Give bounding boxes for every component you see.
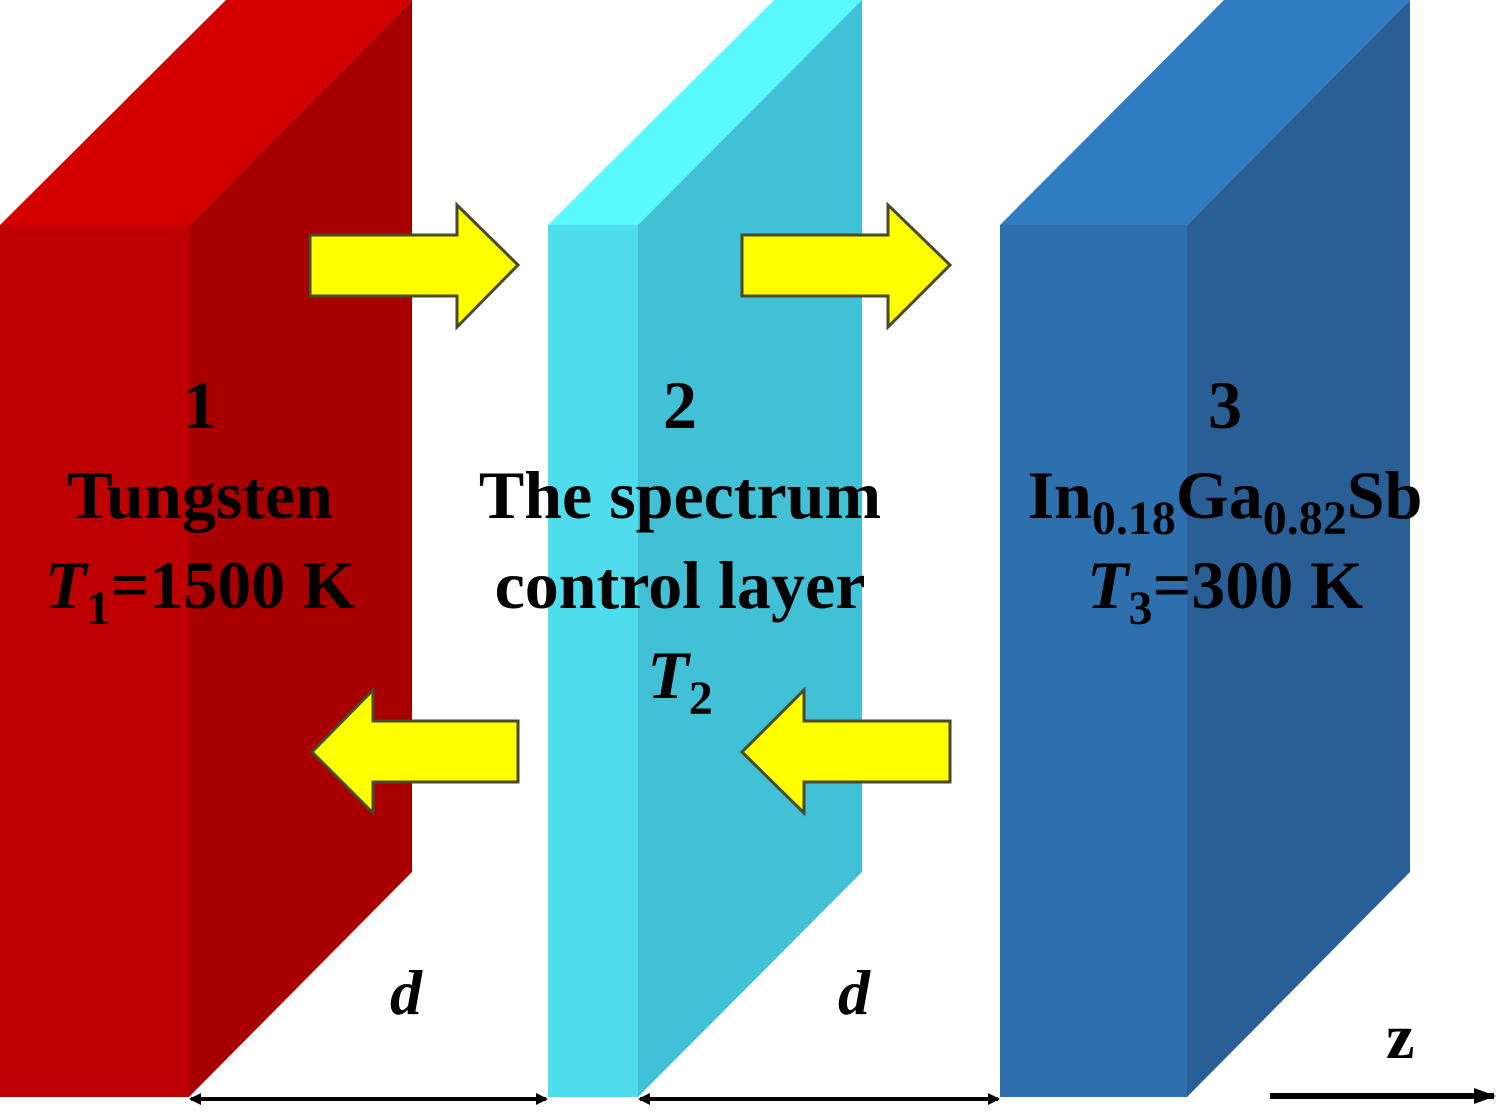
- tungsten-front-face: [0, 225, 189, 1097]
- temp-symbol: T: [1086, 547, 1129, 623]
- temp-symbol: T: [647, 637, 689, 713]
- flux-arrow-right-1: [308, 201, 521, 331]
- flux-arrow-right-2: [740, 201, 953, 331]
- control-top-face: [548, 0, 862, 225]
- gap-label-1: d: [390, 957, 422, 1028]
- temp-index: 1: [86, 582, 111, 635]
- tungsten-top-face: [0, 0, 412, 225]
- layer-3-temperature: T3=300 K: [990, 540, 1460, 633]
- layer-2-temperature: T2: [420, 630, 940, 723]
- control-front-face: [548, 225, 638, 1097]
- temp-value: =300 K: [1152, 547, 1364, 623]
- formula-sb: Sb: [1346, 457, 1423, 533]
- layer-2-name-line2: control layer: [494, 547, 866, 623]
- tungsten-label: 1 Tungsten T1=1500 K: [0, 360, 400, 633]
- temp-index: 2: [688, 672, 713, 725]
- control-layer-label: 2 The spectrum control layer T2: [420, 360, 940, 723]
- z-axis-label: z: [1386, 1001, 1415, 1072]
- flux-arrow-left-2: [739, 686, 952, 817]
- temp-index: 3: [1128, 582, 1153, 635]
- layer-3-formula: In0.18Ga0.82Sb: [990, 450, 1460, 543]
- formula-in-fraction: 0.18: [1091, 492, 1176, 545]
- formula-ga: Ga: [1175, 457, 1263, 533]
- layer-2-name-line1: The spectrum: [478, 457, 882, 533]
- formula-ga-fraction: 0.82: [1262, 492, 1347, 545]
- flux-arrow-left-1: [309, 686, 520, 817]
- layer-1-temperature: T1=1500 K: [0, 540, 400, 633]
- detector-slab: [1000, 0, 1410, 1097]
- detector-front-face: [1000, 225, 1187, 1097]
- detector-label: 3 In0.18Ga0.82Sb T3=300 K: [990, 360, 1460, 633]
- detector-side-face: [1187, 0, 1410, 1097]
- layer-3-number: 3: [1208, 367, 1242, 443]
- temp-value: =1500 K: [110, 547, 356, 623]
- layer-1-name: Tungsten: [67, 457, 333, 533]
- layer-2-number: 2: [663, 367, 697, 443]
- detector-top-face: [1000, 0, 1410, 225]
- layer-1-number: 1: [183, 367, 217, 443]
- temp-symbol: T: [44, 547, 87, 623]
- gap-label-2: d: [838, 957, 870, 1028]
- formula-in: In: [1027, 457, 1092, 533]
